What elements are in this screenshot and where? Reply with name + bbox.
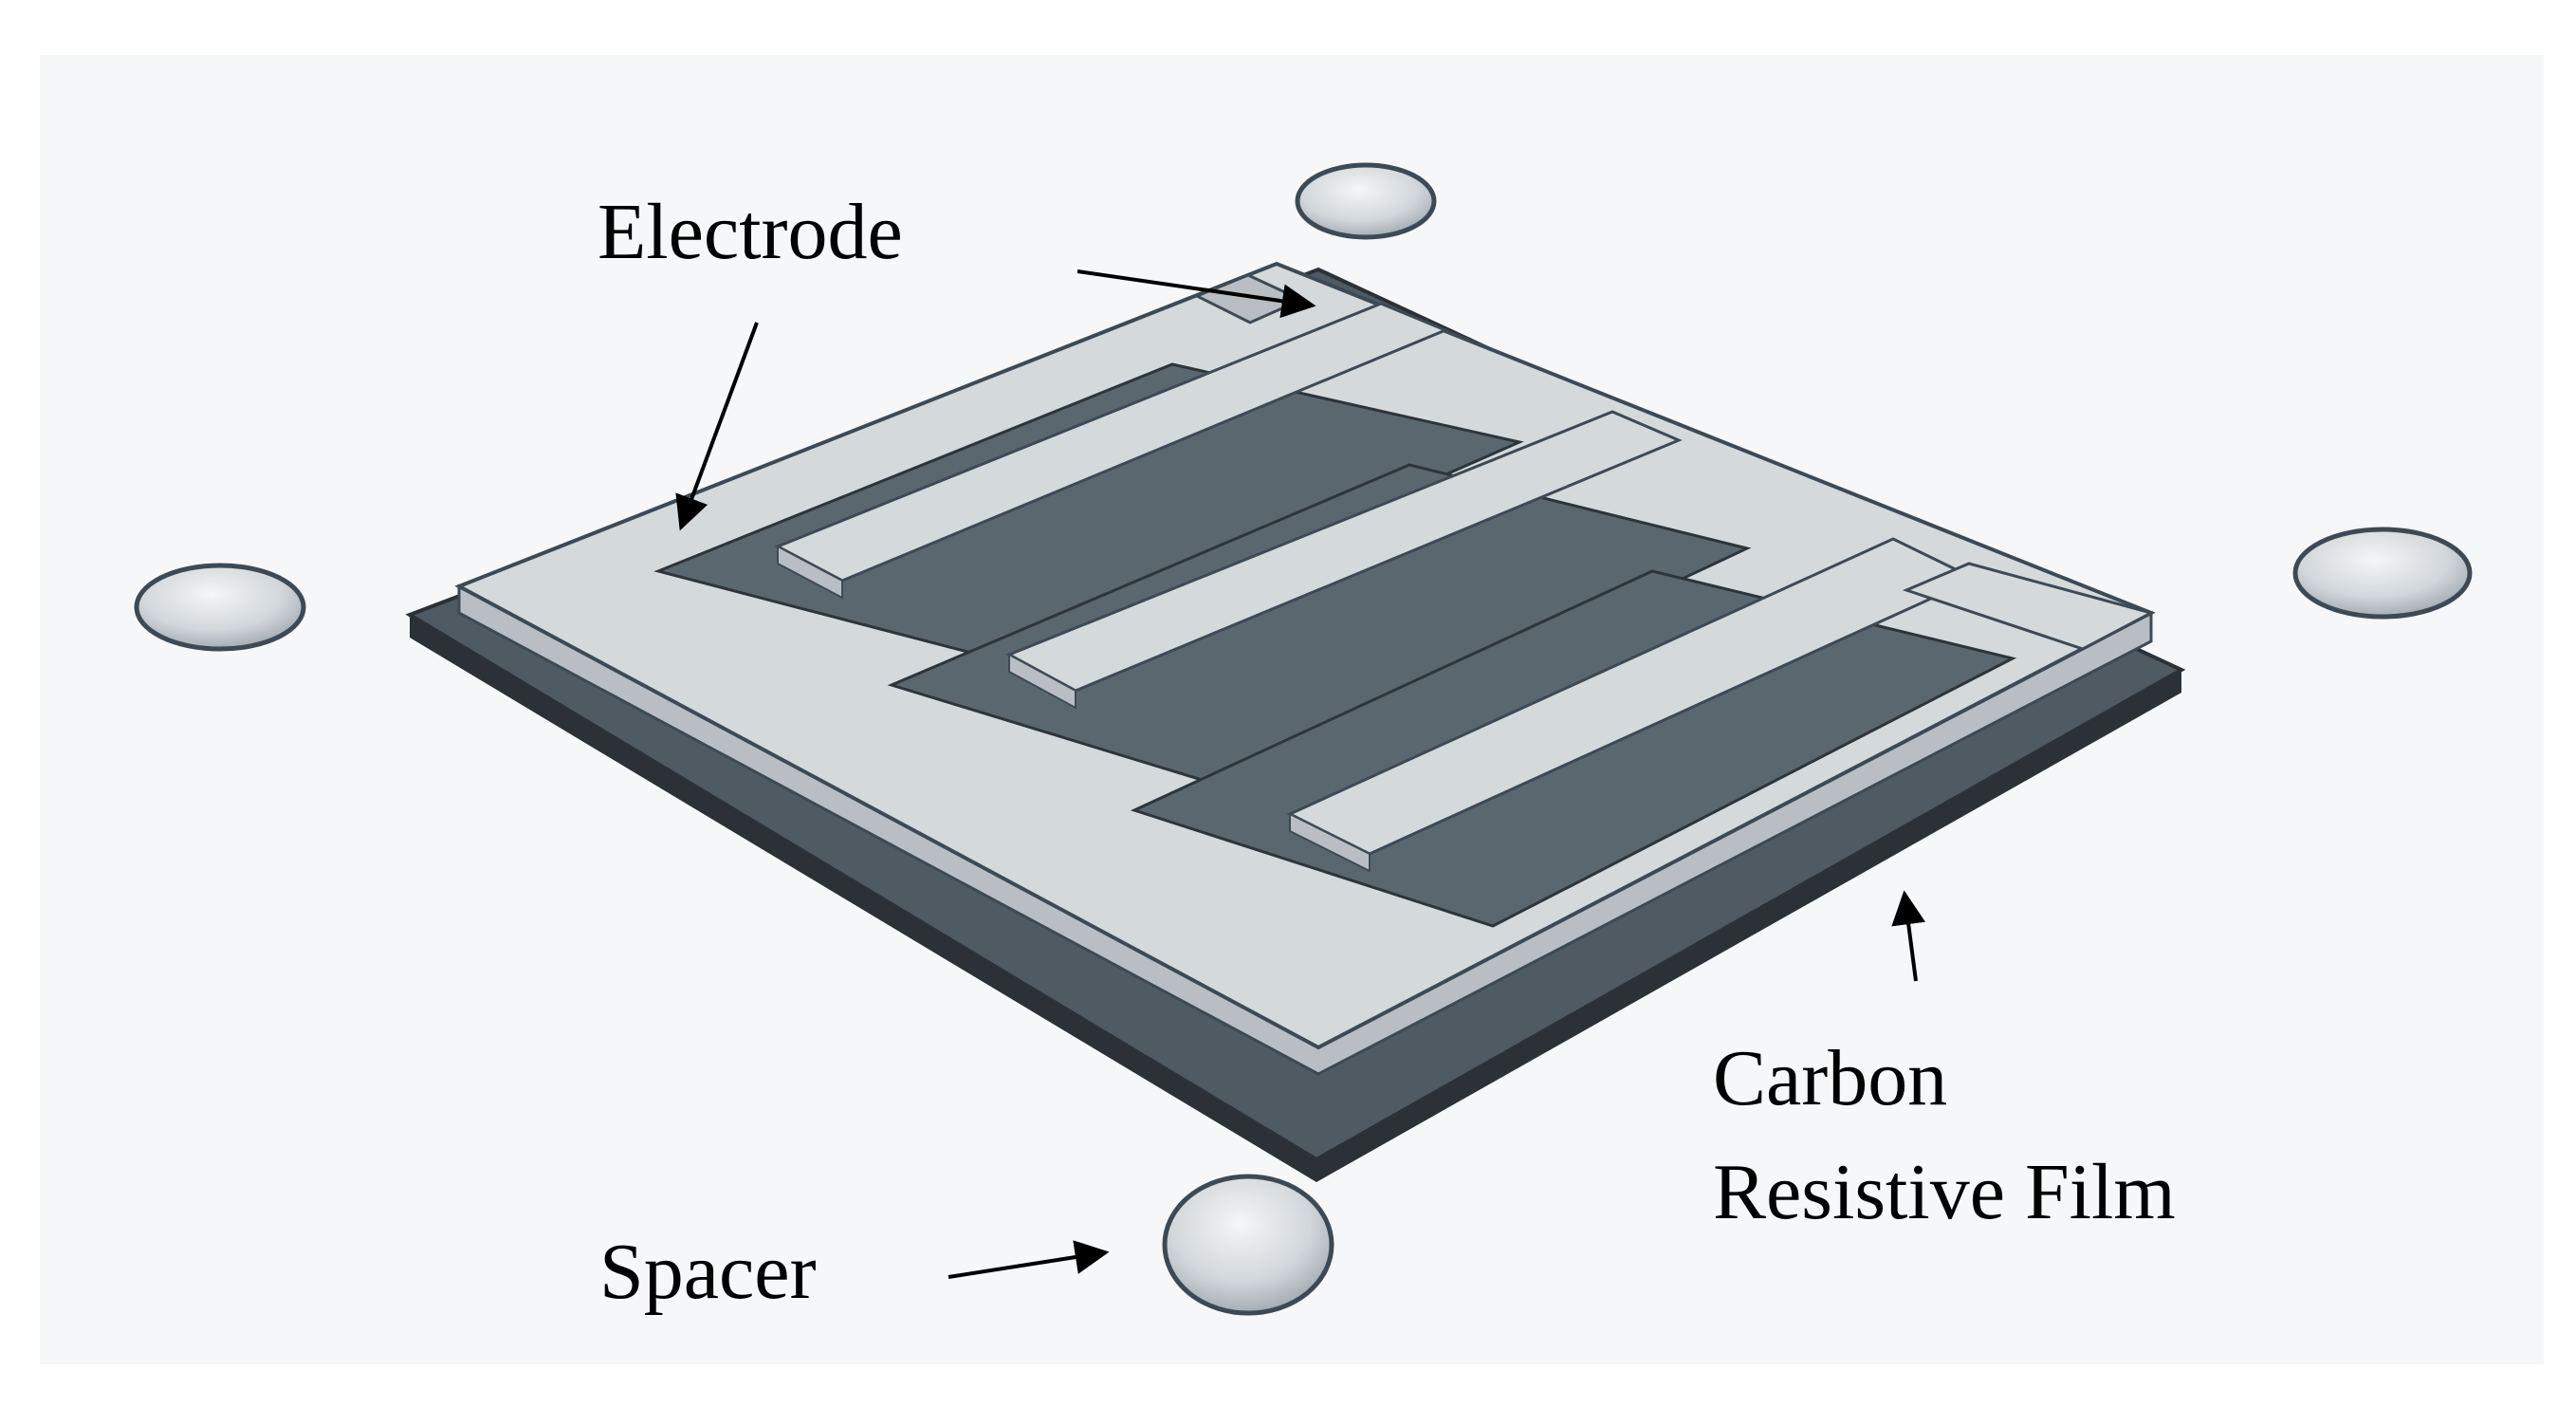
electrode-finger-3-side: [1289, 812, 1371, 873]
electrode-finger-2-side: [1008, 653, 1076, 710]
electrode-arrow-right: [1076, 269, 1316, 319]
spacer-arrow: [948, 1240, 1110, 1279]
carbon-arrow: [1891, 890, 1926, 982]
spacer-top: [1295, 162, 1437, 240]
spacer-bottom: [1162, 1174, 1334, 1316]
label-electrode: Electrode: [598, 188, 903, 276]
electrode-arrow-left: [675, 322, 759, 531]
label-spacer: Spacer: [599, 1228, 817, 1316]
label-carbon-line1: Carbon: [1713, 1034, 1947, 1122]
film-gap-2: [887, 463, 1752, 791]
film-gap-1: [653, 362, 1524, 666]
electrode-finger-1-side: [777, 545, 843, 600]
label-carbon-line2: Resistive Film: [1713, 1148, 2176, 1236]
spacer-right: [2292, 527, 2473, 620]
electrode-tab-right: [1902, 562, 2156, 651]
spacer-left: [134, 563, 306, 652]
